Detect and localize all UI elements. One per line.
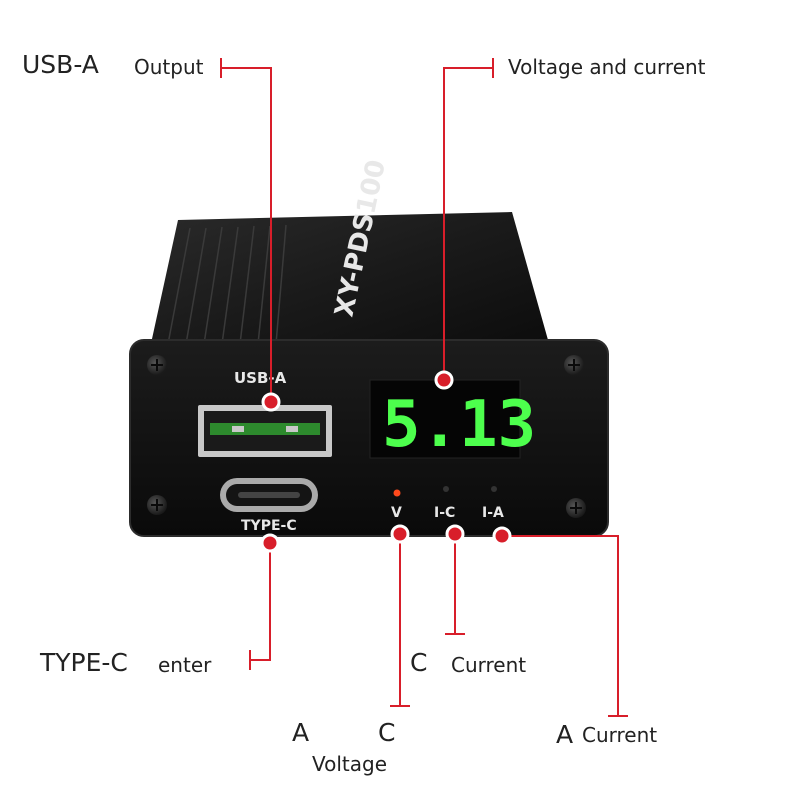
callout-line-a-current: [502, 535, 628, 717]
screw-bottom-left: [147, 495, 167, 515]
a-current-letter: A: [556, 720, 574, 749]
usb-a-title: USB-A: [22, 50, 99, 79]
screw-bottom-right: [566, 498, 586, 518]
callout-dot-a-current: [492, 526, 512, 546]
a-current-desc: Current: [582, 723, 658, 747]
display-reading: 5.13: [382, 388, 536, 462]
led-display: 5.13: [369, 379, 536, 462]
type-c-port: [220, 478, 318, 512]
callout-dot-voltage: [390, 524, 410, 544]
callout-line-voltage: [390, 534, 410, 707]
callout-dots: [260, 370, 512, 553]
indicator-v-label: V: [391, 505, 402, 521]
indicator-ia-label: I-A: [482, 505, 504, 521]
callout-dot-c-current: [445, 524, 465, 544]
callout-dot-type-c: [260, 533, 280, 553]
device-top-panel: [150, 212, 548, 348]
type-c-port-label: TYPE-C: [241, 518, 297, 534]
indicator-ic-label: I-C: [434, 505, 455, 521]
callout-line-type-c: [249, 543, 271, 670]
heatsink-ridges: [167, 224, 287, 345]
callout-dot-display: [434, 370, 454, 390]
led-v: [393, 489, 401, 497]
screw-top-left: [147, 355, 167, 375]
callout-dot-usb-a: [261, 392, 281, 412]
callout-line-c-current: [445, 534, 465, 635]
voltage-a-letter: A: [292, 718, 310, 747]
voltage-desc: Voltage: [312, 752, 388, 776]
usb-a-port-label: USB-A: [234, 369, 287, 387]
led-ia: [491, 486, 497, 492]
c-current-letter: C: [410, 648, 428, 677]
led-ic: [443, 486, 449, 492]
device-body: XY-PDS100 USB-A TYPE-C 5.13 V I-C I-A: [129, 157, 609, 537]
display-desc: Voltage and current: [508, 55, 706, 79]
type-c-title: TYPE-C: [40, 648, 128, 677]
callout-line-display: [443, 58, 494, 380]
callout-line-usb-a: [220, 58, 272, 402]
voltage-c-letter: C: [378, 718, 396, 747]
type-c-desc: enter: [158, 653, 212, 677]
usb-a-port: [198, 405, 332, 457]
usb-a-desc: Output: [134, 55, 204, 79]
screw-top-right: [564, 355, 584, 375]
c-current-desc: Current: [451, 653, 527, 677]
callout-lines: [220, 58, 628, 717]
